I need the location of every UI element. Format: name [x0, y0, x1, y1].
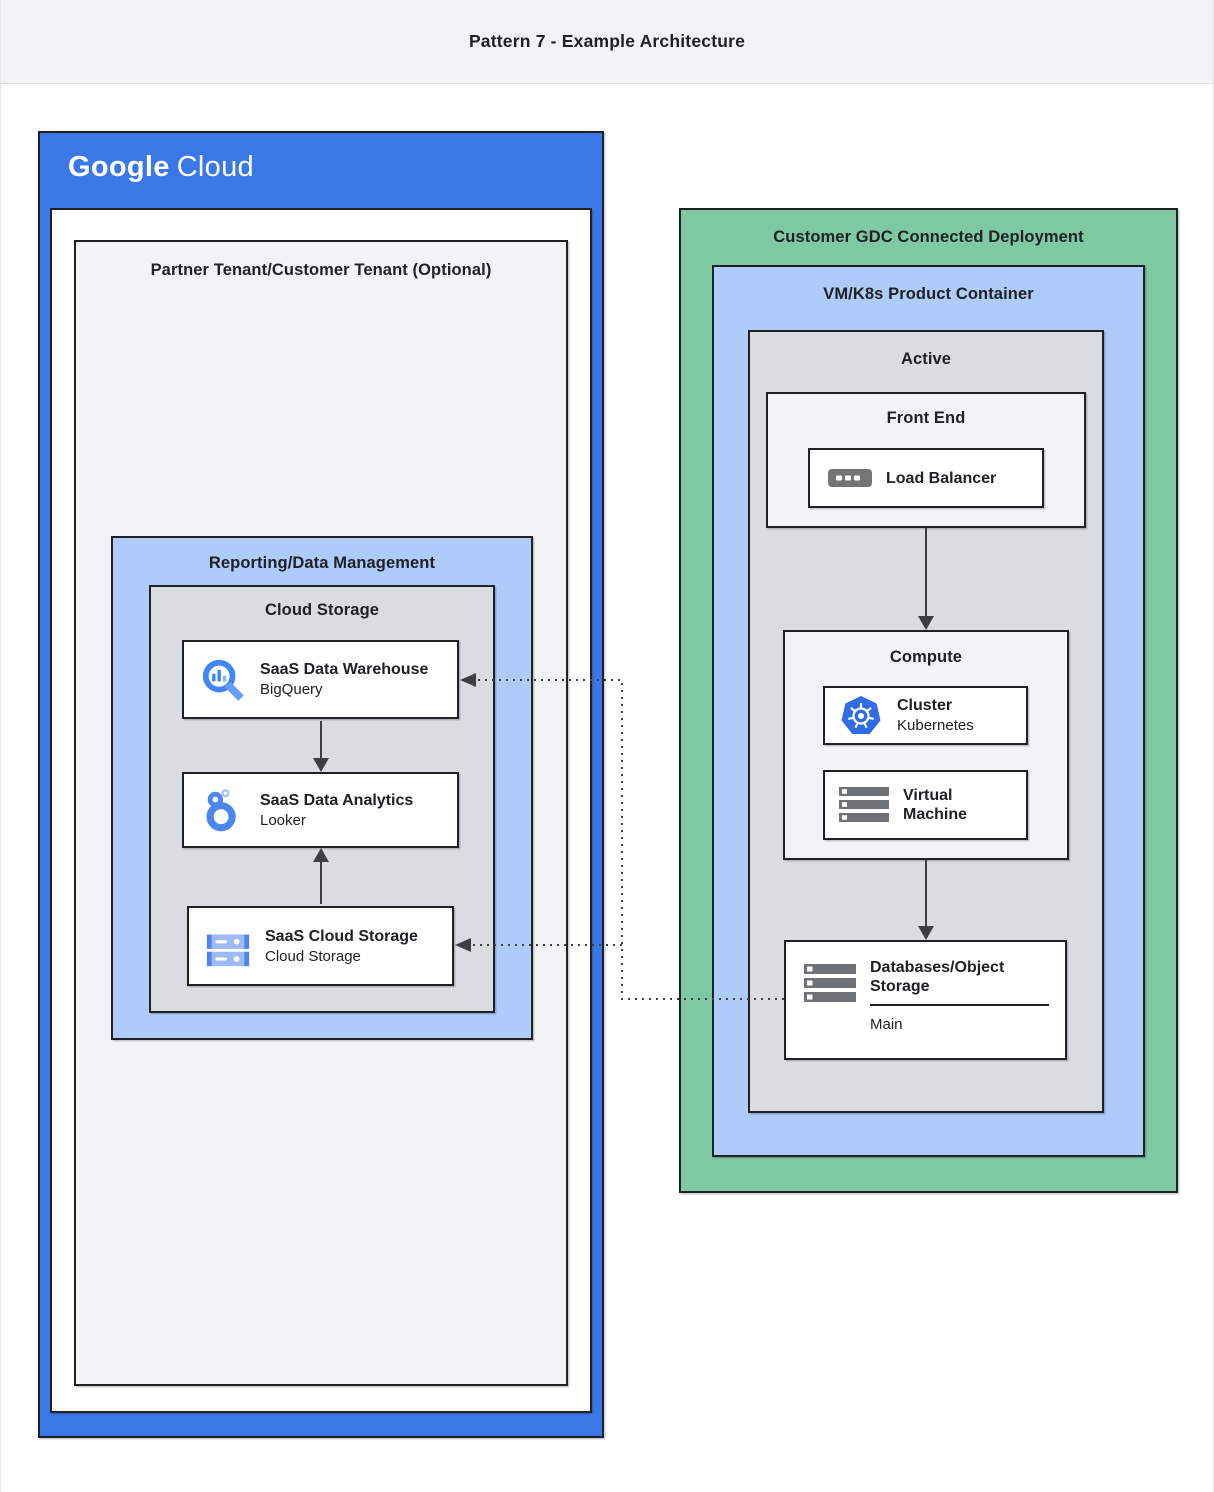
cloud-storage-title: Cloud Storage [264, 601, 380, 619]
databases-divider [870, 1004, 1049, 1006]
page-title: Pattern 7 - Example Architecture [468, 31, 746, 51]
saas-cloud-storage-card: SaaS Cloud Storage Cloud Storage [187, 906, 454, 986]
saas-data-analytics-subtitle: Looker [260, 811, 306, 829]
cluster-title: Cluster [897, 697, 953, 714]
kubernetes-icon [839, 694, 883, 738]
virtual-machine-card: Virtual Machine [823, 770, 1028, 840]
load-balancer-card: Load Balancer [808, 448, 1044, 508]
looker-icon [200, 787, 246, 833]
vm-k8s-title: VM/K8s Product Container [823, 285, 1034, 303]
cluster-card: Cluster Kubernetes [823, 686, 1028, 745]
front-end-title: Front End [886, 409, 966, 427]
logo-cloud-text: Cloud [176, 151, 254, 183]
saas-cloud-storage-subtitle: Cloud Storage [265, 947, 361, 965]
virtual-machine-title: Virtual Machine [903, 787, 968, 823]
load-balancer-icon [828, 468, 872, 488]
databases-title: Databases/Object Storage [870, 959, 1005, 995]
cloud-storage-icon [205, 923, 251, 969]
bigquery-icon [200, 657, 246, 703]
active-title: Active [900, 350, 952, 368]
reporting-title: Reporting/Data Management [208, 554, 436, 572]
load-balancer-title: Load Balancer [886, 469, 997, 487]
saas-data-warehouse-subtitle: BigQuery [260, 681, 323, 698]
title-bar: Pattern 7 - Example Architecture [1, 0, 1213, 84]
server-stack-icon [804, 962, 856, 1004]
cluster-subtitle: Kubernetes [897, 717, 974, 734]
saas-data-analytics-title: SaaS Data Analytics [260, 791, 414, 809]
virtual-machine-icon [839, 785, 889, 825]
databases-main-label: Main [870, 1016, 903, 1033]
saas-data-analytics-card: SaaS Data Analytics Looker [182, 772, 459, 848]
saas-data-warehouse-card: SaaS Data Warehouse BigQuery [182, 640, 459, 719]
logo-google-text: Google [68, 151, 170, 183]
saas-data-warehouse-title: SaaS Data Warehouse [260, 661, 429, 678]
saas-cloud-storage-title: SaaS Cloud Storage [265, 927, 418, 945]
gdc-title: Customer GDC Connected Deployment [773, 228, 1084, 246]
databases-object-storage-card: Databases/Object Storage Main [784, 940, 1067, 1060]
partner-tenant-title: Partner Tenant/Customer Tenant (Optional… [150, 261, 492, 279]
compute-title: Compute [889, 648, 963, 666]
